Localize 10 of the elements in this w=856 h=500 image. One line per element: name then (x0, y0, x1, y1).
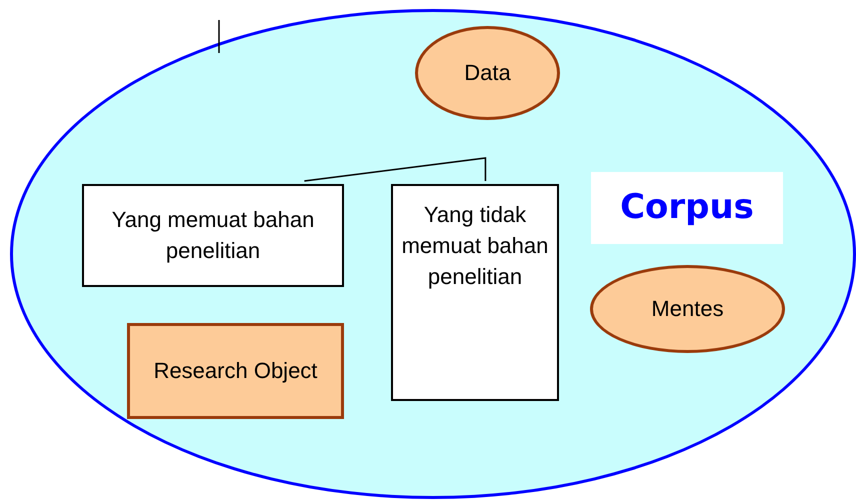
node-text: Yang memuat bahan penelitian (110, 206, 316, 265)
node-text: Yang tidak memuat bahan penelitian (401, 201, 549, 291)
node-text: Data (464, 58, 511, 87)
highlighted-box (127, 323, 344, 419)
node-text: Mentes (651, 294, 724, 323)
corpus-heading: Corpus (591, 172, 783, 244)
node-text: Research Object (154, 356, 318, 385)
connector-line (304, 157, 486, 182)
text-box (82, 184, 344, 287)
text-box (391, 184, 559, 401)
